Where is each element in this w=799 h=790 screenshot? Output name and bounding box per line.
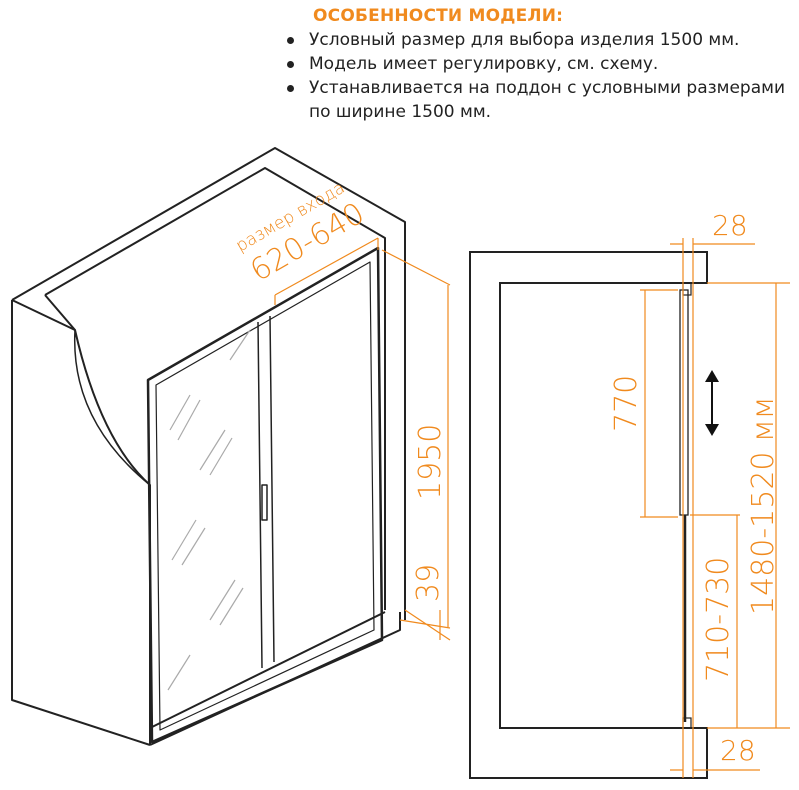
height-dimension: 1950 [413, 424, 448, 500]
glass-pattern [167, 329, 251, 691]
features-list: Условный размер для выбора изделия 1500 … [285, 28, 795, 124]
plan-walls [469, 251, 708, 779]
plan-view [469, 251, 708, 779]
door-frame [146, 246, 384, 744]
adjustment-arrow-icon [705, 370, 719, 436]
feature-item: Условный размер для выбора изделия 1500 … [287, 28, 795, 52]
iso-dimensions [274, 237, 451, 641]
fixed-panel-dimension: 770 [609, 375, 644, 432]
door-handle-icon [261, 484, 268, 521]
features-title: ОСОБЕННОСТИ МОДЕЛИ: [313, 6, 564, 26]
iso-view [11, 147, 406, 746]
top-profile-dimension: 28 [712, 209, 748, 242]
feature-item: Модель имеет регулировку, см. схему. [287, 52, 795, 76]
door-panel-dimension: 710-730 [701, 557, 736, 682]
wall-curve-inner [73, 329, 151, 486]
top-profile [682, 282, 692, 296]
features-block: ОСОБЕННОСТИ МОДЕЛИ: Условный размер для … [285, 6, 795, 124]
wall-inner-edge [44, 167, 386, 610]
fixed-panel [679, 289, 689, 516]
total-width-dimension: 1480-1520 мм [746, 397, 781, 615]
panel-divider [257, 315, 275, 669]
tray-height-dimension: 39 [411, 564, 446, 602]
bottom-profile-dimension: 28 [720, 734, 756, 767]
feature-item: Устанавливается на поддон с условными ра… [287, 76, 795, 124]
door-frame-inner [155, 261, 375, 731]
plan-dimensions [640, 238, 790, 778]
